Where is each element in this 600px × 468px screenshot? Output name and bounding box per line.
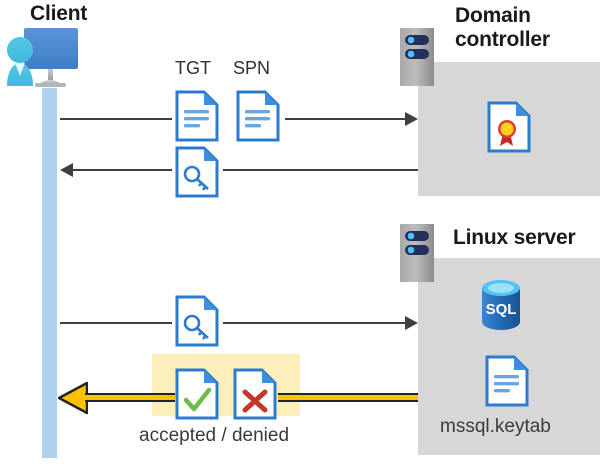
- result-line-right: [278, 393, 418, 402]
- flow3-line-right: [223, 322, 405, 324]
- service-ticket-key-document-icon: [175, 295, 219, 347]
- client-title: Client: [30, 2, 88, 25]
- sql-database-icon: SQL: [477, 277, 525, 333]
- keytab-label: mssql.keytab: [440, 416, 551, 437]
- flow1-arrowhead: [405, 112, 418, 126]
- flow2-arrowhead: [60, 163, 73, 177]
- ticket-key-document-icon: [175, 146, 219, 198]
- domain-controller-server-rack-icon: [400, 28, 434, 86]
- domain-controller-title: Domain controller: [455, 4, 550, 51]
- accepted-document-icon: [175, 368, 219, 420]
- flow1-line-right: [285, 118, 405, 120]
- result-arrowhead: [57, 381, 89, 415]
- flow3-arrowhead: [405, 316, 418, 330]
- denied-document-icon: [233, 368, 277, 420]
- client-workstation-icon: [6, 24, 102, 96]
- client-lifeline: [42, 88, 57, 458]
- flow3-line-left: [60, 322, 172, 324]
- spn-label: SPN: [233, 58, 271, 78]
- svg-text:SQL: SQL: [486, 301, 517, 318]
- keytab-document-icon: [485, 355, 529, 407]
- result-label: accepted / denied: [139, 425, 290, 446]
- flow1-line-left: [60, 118, 172, 120]
- linux-server-title: Linux server: [453, 226, 576, 249]
- flow2-line-right: [223, 169, 418, 171]
- certificate-document-icon: [487, 101, 531, 153]
- linux-server-rack-icon: [400, 224, 434, 282]
- spn-document-icon: [236, 90, 280, 142]
- flow2-line-left: [72, 169, 172, 171]
- tgt-document-icon: [175, 90, 219, 142]
- result-line-left: [85, 393, 175, 402]
- tgt-label: TGT: [175, 58, 211, 78]
